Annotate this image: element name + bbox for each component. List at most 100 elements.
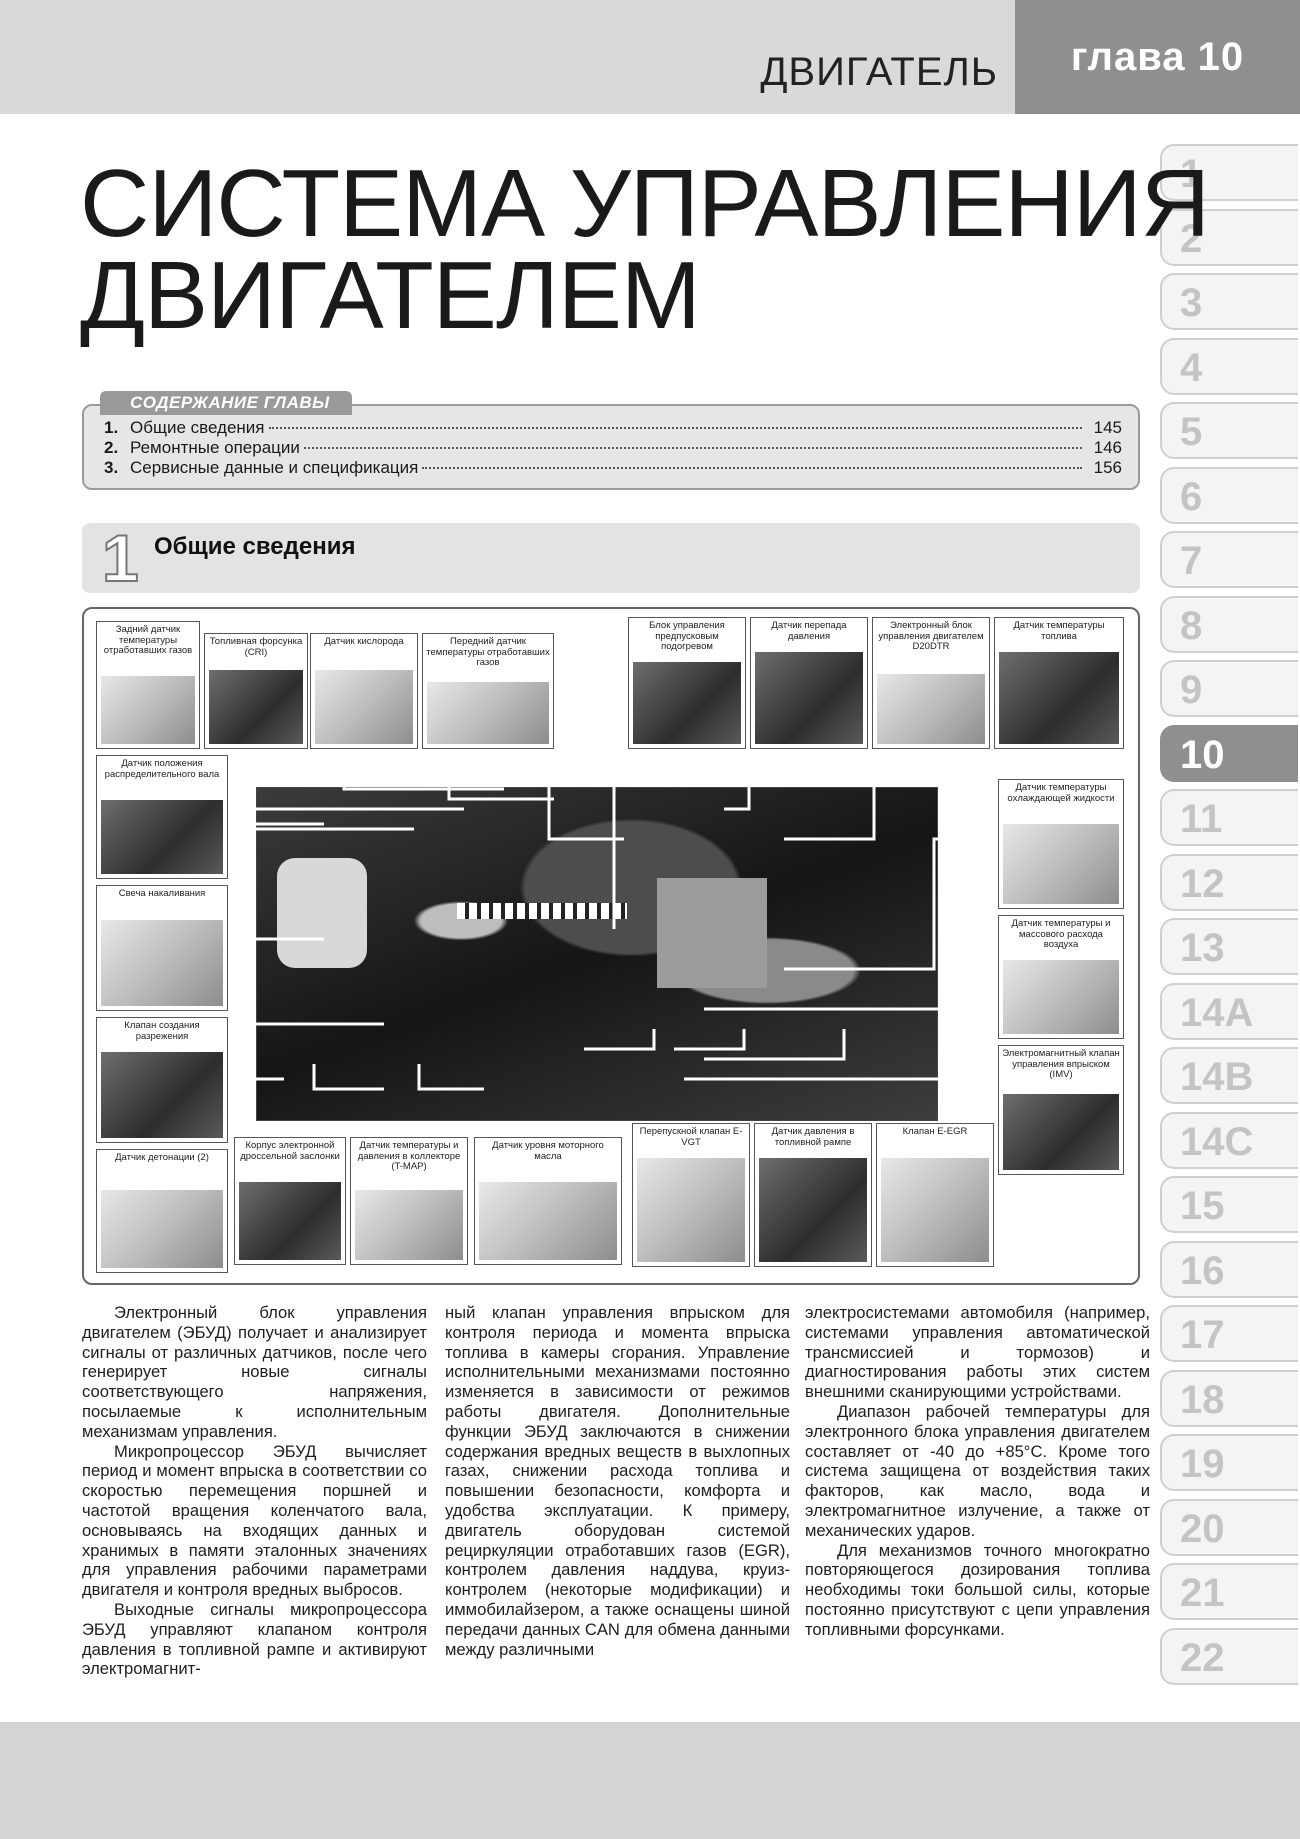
part-photo <box>1003 960 1119 1034</box>
part-photo <box>427 682 549 744</box>
chapter-tab[interactable]: 5 <box>1160 402 1298 459</box>
toc-leader <box>303 447 1082 449</box>
part-photo <box>999 652 1119 744</box>
chapter-tab[interactable]: 12 <box>1160 853 1298 911</box>
paragraph: ный клапан управления впрыском для контр… <box>445 1303 790 1659</box>
chapter-tab[interactable]: 17 <box>1160 1305 1298 1362</box>
chapter-tab[interactable]: 15 <box>1160 1176 1298 1233</box>
part-maf-sensor: Датчик температуры и массового расхода в… <box>998 915 1124 1039</box>
chapter-tab[interactable]: 6 <box>1160 466 1298 524</box>
part-pressure-diff-sensor: Датчик перепада давления <box>750 617 868 749</box>
toc-item[interactable]: 1. Общие сведения 145 <box>104 418 1122 438</box>
part-photo <box>633 662 741 744</box>
chapter-tab[interactable]: 13 <box>1160 918 1298 975</box>
part-label: Передний датчик температуры отработавших… <box>426 636 550 668</box>
toc-item-page: 156 <box>1093 458 1122 477</box>
section-number: 1 <box>101 521 140 595</box>
toc-item-number: 3. <box>104 458 119 477</box>
part-photo <box>209 670 303 744</box>
part-label: Датчик уровня моторного масла <box>492 1140 604 1162</box>
page-title-line2: двигателем <box>80 242 701 349</box>
toc-item-text: Ремонтные операции <box>130 438 300 457</box>
text-column-2: ный клапан управления впрыском для контр… <box>445 1303 790 1659</box>
part-rear-temp-sensor: Задний датчик температуры отработавших г… <box>96 621 200 749</box>
part-label: Перепускной клапан E-VGT <box>639 1126 743 1148</box>
part-label: Датчик температуры и массового расхода в… <box>1011 918 1111 950</box>
chapter-tab[interactable]: 14A <box>1160 982 1298 1040</box>
part-label: Электромагнитный клапан управления впрыс… <box>1002 1048 1120 1080</box>
part-label: Блок управления предпусковым подогревом <box>649 620 725 652</box>
section-header: 1 Общие сведения <box>82 523 1140 593</box>
chapter-tab[interactable]: 4 <box>1160 337 1298 395</box>
text-column-3: электросистемами автомобиля (например, с… <box>805 1303 1150 1640</box>
part-glow-control-unit: Блок управления предпусковым подогревом <box>628 617 746 749</box>
part-photo <box>1003 824 1119 904</box>
part-photo <box>637 1158 745 1262</box>
paragraph: Микропроцессор ЭБУД вычисляет период и м… <box>82 1441 427 1600</box>
part-throttle-body: Корпус электронной дроссельной заслонки <box>234 1137 346 1265</box>
part-e-vgt-valve: Перепускной клапан E-VGT <box>632 1123 750 1267</box>
part-photo <box>881 1158 989 1262</box>
part-photo <box>101 1190 223 1268</box>
part-label: Задний датчик температуры отработавших г… <box>103 624 193 656</box>
part-rail-pressure-sensor: Датчик давления в топливной рампе <box>754 1123 872 1267</box>
chapter-tab[interactable]: 21 <box>1160 1563 1298 1620</box>
part-oil-level-sensor: Датчик уровня моторного масла <box>474 1137 622 1265</box>
paragraph: Диапазон рабочей температуры для электро… <box>805 1401 1150 1540</box>
chapter-contents: 1. Общие сведения 145 2. Ремонтные опера… <box>82 404 1140 490</box>
chapter-tab[interactable]: 14B <box>1160 1047 1298 1104</box>
part-vacuum-valve: Клапан создания разрежения <box>96 1017 228 1143</box>
footer-band <box>0 1722 1300 1839</box>
paragraph: электросистемами автомобиля (например, с… <box>805 1303 1150 1402</box>
toc-item-page: 145 <box>1093 418 1122 437</box>
part-glow-plug: Свеча накаливания <box>96 885 228 1011</box>
part-photo <box>101 920 223 1006</box>
toc-tag: СОДЕРЖАНИЕ ГЛАВЫ <box>100 391 352 415</box>
chapter-tab[interactable]: 9 <box>1160 660 1298 717</box>
part-coolant-temp-sensor: Датчик температуры охлаждающей жидкости <box>998 779 1124 909</box>
part-label: Свеча накаливания <box>118 888 206 899</box>
chapter-tab[interactable]: 2 <box>1160 208 1298 266</box>
toc-item-page: 146 <box>1093 438 1122 457</box>
toc-item-number: 2. <box>104 438 119 457</box>
fuel-rail-shape <box>457 903 627 919</box>
toc-item-text: Сервисные данные и спецификация <box>130 458 419 477</box>
paragraph: Электронный блок управления двигателем (… <box>82 1303 427 1441</box>
chapter-tab[interactable]: 19 <box>1160 1434 1298 1491</box>
chapter-tab[interactable]: 14C <box>1160 1111 1298 1169</box>
part-e-egr-valve: Клапан E-EGR <box>876 1123 994 1267</box>
chapter-tab[interactable]: 22 <box>1160 1627 1298 1685</box>
chapter-tab[interactable]: 11 <box>1160 789 1298 846</box>
chapter-tab[interactable]: 8 <box>1160 595 1298 653</box>
chapter-tab[interactable]: 7 <box>1160 531 1298 588</box>
part-label: Клапан E-EGR <box>902 1126 968 1137</box>
part-label: Корпус электронной дроссельной заслонки <box>240 1140 340 1162</box>
part-fuel-temp-sensor: Датчик температуры топлива <box>994 617 1124 749</box>
chapter-tab[interactable]: 16 <box>1160 1240 1298 1298</box>
section-title: Общие сведения <box>154 533 356 560</box>
paragraph: Для механизмов точного многократно повто… <box>805 1540 1150 1639</box>
paragraph: Выходные сигналы микропроцессора ЭБУД уп… <box>82 1599 427 1679</box>
part-tmap-sensor: Датчик температуры и давления в коллекто… <box>350 1137 468 1265</box>
text-column-1: Электронный блок управления двигателем (… <box>82 1303 427 1679</box>
chapter-tab[interactable]: 1 <box>1160 144 1298 201</box>
part-photo <box>1003 1094 1119 1170</box>
chapter-tab[interactable]: 18 <box>1160 1369 1298 1427</box>
page-title: Система управления двигателем <box>80 150 1210 349</box>
part-fuel-injector: Топливная форсунка (CRI) <box>204 633 308 749</box>
chapter-tab[interactable]: 10 <box>1160 724 1298 782</box>
part-photo <box>479 1182 617 1260</box>
coolant-tank-shape <box>277 858 367 968</box>
toc-item[interactable]: 2. Ремонтные операции 146 <box>104 438 1122 458</box>
part-label: Электронный блок управления двигателем D… <box>878 620 984 652</box>
page-title-line1: Система управления <box>80 150 1210 257</box>
chapter-tab[interactable]: 20 <box>1160 1498 1298 1556</box>
part-label: Датчик температуры и давления в коллекто… <box>357 1140 461 1172</box>
chapter-tab[interactable]: 3 <box>1160 273 1298 330</box>
toc-item[interactable]: 3. Сервисные данные и спецификация 156 <box>104 458 1122 478</box>
part-photo <box>101 1052 223 1138</box>
part-front-temp-sensor: Передний датчик температуры отработавших… <box>422 633 554 749</box>
part-knock-sensor: Датчик детонации (2) <box>96 1149 228 1273</box>
part-photo <box>101 676 195 744</box>
